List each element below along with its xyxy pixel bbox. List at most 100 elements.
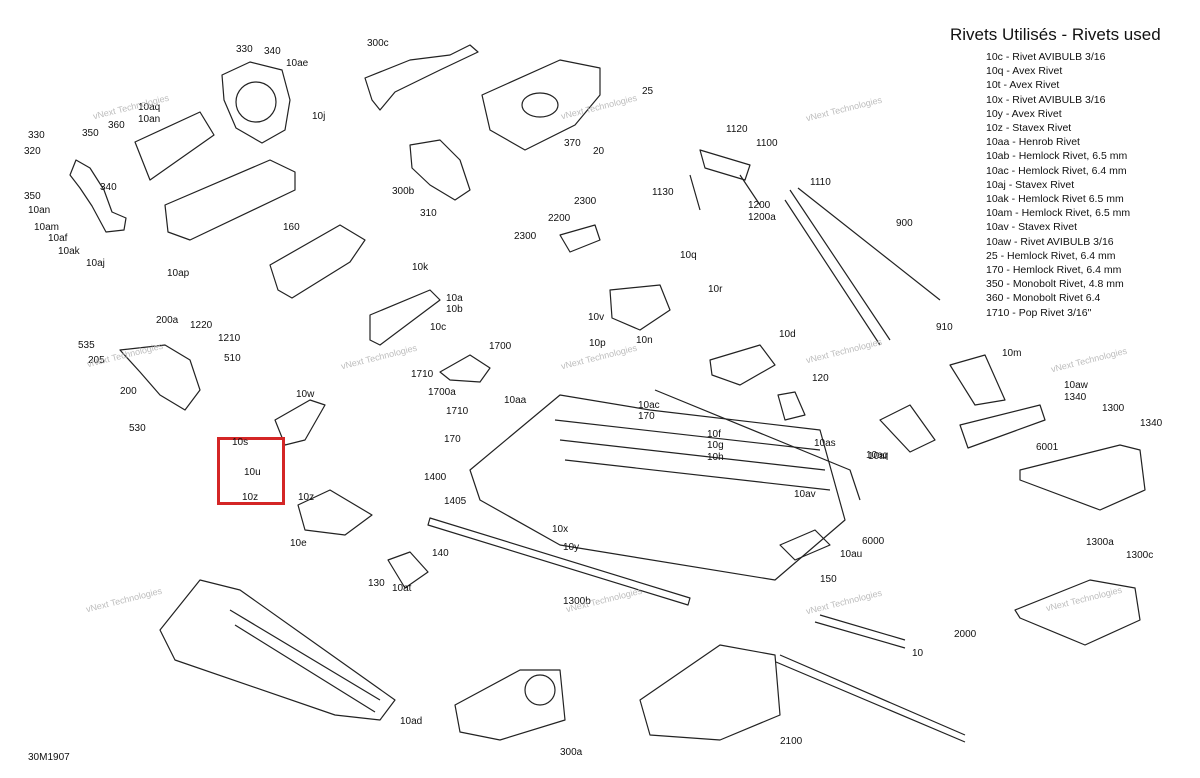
callout-label: 10av	[794, 489, 816, 500]
callout-label: 1710	[446, 406, 469, 417]
legend-item: 170 - Hemlock Rivet, 6.4 mm	[986, 264, 1122, 277]
callout-label: 25	[642, 86, 654, 97]
callout-label: 2200	[548, 213, 571, 224]
callout-label: 1200a	[748, 212, 776, 223]
part-10as-rail	[654, 389, 861, 501]
part-1100-linkage	[699, 149, 751, 181]
callout-label: 10c	[430, 322, 447, 333]
legend-item: 10ac - Hemlock Rivet, 6.4 mm	[986, 164, 1127, 177]
callout-label: 330	[28, 130, 45, 141]
callout-label: 340	[100, 182, 117, 193]
callout-label: 10p	[589, 338, 606, 349]
callout-label: 130	[368, 578, 385, 589]
callout-label: 10g	[707, 440, 724, 451]
callout-label: 10y	[563, 542, 580, 553]
callout-label: 1220	[190, 320, 213, 331]
legend-item: 10z - Stavex Rivet	[986, 122, 1072, 135]
callout-label: 10q	[680, 250, 697, 261]
rivets-legend: Rivets Utilisés - Rivets used 10c - Rive…	[950, 24, 1161, 319]
drawing-code: 30M1907	[28, 752, 70, 763]
part-10m-bar	[959, 404, 1046, 449]
part-1700	[439, 354, 491, 383]
highlight-frame	[217, 437, 285, 505]
legend-item: 10q - Avex Rivet	[986, 65, 1063, 78]
part-10-tunnel	[159, 579, 396, 721]
legend-item: 10y - Avex Rivet	[986, 107, 1062, 120]
legend-item: 10aj - Stavex Rivet	[986, 178, 1075, 191]
callout-label: 320	[24, 146, 41, 157]
callout-label: 1210	[218, 333, 241, 344]
callout-label: 300a	[560, 747, 583, 758]
callout-label: 120	[812, 373, 829, 384]
callout-label: 2300	[574, 196, 597, 207]
legend-title: Rivets Utilisés - Rivets used	[950, 25, 1161, 44]
callout-label: 10s	[232, 437, 249, 448]
legend-item: 10x - Rivet AVIBULB 3/16	[986, 93, 1106, 106]
callout-label: 10v	[588, 312, 605, 323]
callout-label: 10f	[707, 429, 721, 440]
legend-item: 10t - Avex Rivet	[986, 79, 1060, 92]
callout-label: 1200	[748, 200, 771, 211]
callout-label: 10aj	[86, 258, 105, 269]
callout-label: 10x	[552, 524, 569, 535]
part-2100-strip	[775, 654, 966, 743]
legend-item: 10ab - Hemlock Rivet, 6.5 mm	[986, 150, 1128, 163]
part-900-rods	[784, 187, 941, 346]
callout-label: 10h	[707, 452, 724, 463]
callout-label: 10aw	[1064, 380, 1088, 391]
callout-label: 10an	[138, 114, 161, 125]
callout-label: 10aq	[866, 450, 889, 461]
callout-label: 310	[420, 208, 437, 219]
callout-label: 10b	[446, 304, 463, 315]
callout-label: 330	[236, 44, 253, 55]
callout-label: 10w	[296, 389, 315, 400]
legend-item: 360 - Monobolt Rivet 6.4	[986, 292, 1101, 305]
callout-label: 1340	[1064, 392, 1087, 403]
callout-label: 10as	[814, 438, 836, 449]
callout-label: 1300c	[1126, 550, 1154, 561]
legend-item: 25 - Hemlock Rivet, 6.4 mm	[986, 249, 1116, 262]
callout-label: 10u	[244, 467, 261, 478]
callout-label: 20	[593, 146, 605, 157]
callout-label: 170	[638, 411, 655, 422]
legend-item: 10av - Stavex Rivet	[986, 221, 1078, 234]
callout-label: 150	[820, 574, 837, 585]
callout-label: 1100	[756, 138, 778, 149]
callout-label: 10e	[290, 538, 307, 549]
part-10q-bracket	[609, 284, 671, 331]
callout-label: 1110	[810, 177, 831, 188]
part-160-panel	[269, 224, 366, 299]
legend-item: 350 - Monobolt Rivet, 4.8 mm	[986, 278, 1124, 291]
callout-label: 1300a	[1086, 537, 1114, 548]
legend-item: 1710 - Pop Rivet 3/16"	[986, 306, 1092, 319]
callout-label: 10au	[840, 549, 863, 560]
callout-label: 10an	[28, 205, 51, 216]
callout-label: 10m	[1002, 348, 1022, 359]
callout-label: 10ad	[400, 716, 423, 727]
part-300a	[639, 644, 781, 741]
part-300c	[364, 44, 479, 111]
part-10c-cooler	[369, 289, 441, 346]
callout-label: 160	[283, 222, 300, 233]
callout-label: 900	[896, 218, 913, 229]
callout-label: 200	[120, 386, 137, 397]
callout-label: 140	[432, 548, 449, 559]
callout-label: 300c	[367, 38, 389, 49]
callout-label: 10aa	[504, 395, 527, 406]
callout-label: 10ar	[868, 451, 889, 462]
callout-label: 1300	[1102, 403, 1125, 414]
callout-label: 510	[224, 353, 241, 364]
callout-label: 10k	[412, 262, 429, 273]
callout-label: 6000	[862, 536, 885, 547]
callout-label: 1400	[424, 472, 447, 483]
callout-label: 200a	[156, 315, 179, 326]
callout-label: 2100	[780, 736, 803, 747]
legend-item: 10aa - Henrob Rivet	[986, 136, 1080, 149]
part-10at-strip	[427, 517, 691, 606]
part-2200	[559, 224, 601, 253]
callout-label: 530	[129, 423, 146, 434]
part-10ap-panel	[164, 159, 296, 241]
callout-label: 350	[82, 128, 99, 139]
callout-label: 10a	[446, 293, 463, 304]
